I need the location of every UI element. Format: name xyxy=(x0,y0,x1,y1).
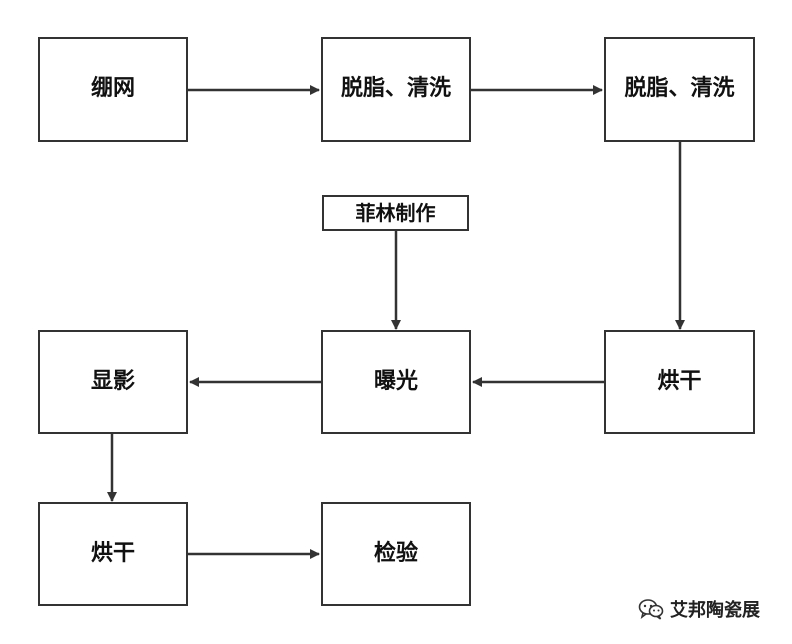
node-degrease1: 脱脂、清洗 xyxy=(321,37,471,142)
node-develop-label: 显影 xyxy=(90,368,135,394)
node-stretch-label: 绷网 xyxy=(90,76,135,102)
node-degrease1-label: 脱脂、清洗 xyxy=(340,76,451,102)
node-degrease2-label: 脱脂、清洗 xyxy=(624,76,735,102)
node-dry2: 烘干 xyxy=(38,502,188,606)
node-dry1: 烘干 xyxy=(604,330,755,434)
node-film-label: 菲林制作 xyxy=(355,201,436,225)
node-inspect: 检验 xyxy=(321,502,471,606)
wechat-icon xyxy=(638,599,664,620)
node-stretch: 绷网 xyxy=(38,37,188,142)
node-dry2-label: 烘干 xyxy=(90,540,135,566)
watermark-text: 艾邦陶瓷展 xyxy=(670,600,760,621)
watermark: 艾邦陶瓷展 xyxy=(638,596,760,622)
node-degrease2: 脱脂、清洗 xyxy=(604,37,755,142)
node-expose: 曝光 xyxy=(321,330,471,434)
node-inspect-label: 检验 xyxy=(373,540,418,566)
node-dry1-label: 烘干 xyxy=(657,368,702,394)
node-film: 菲林制作 xyxy=(322,195,469,231)
node-develop: 显影 xyxy=(38,330,188,434)
node-expose-label: 曝光 xyxy=(373,368,418,394)
